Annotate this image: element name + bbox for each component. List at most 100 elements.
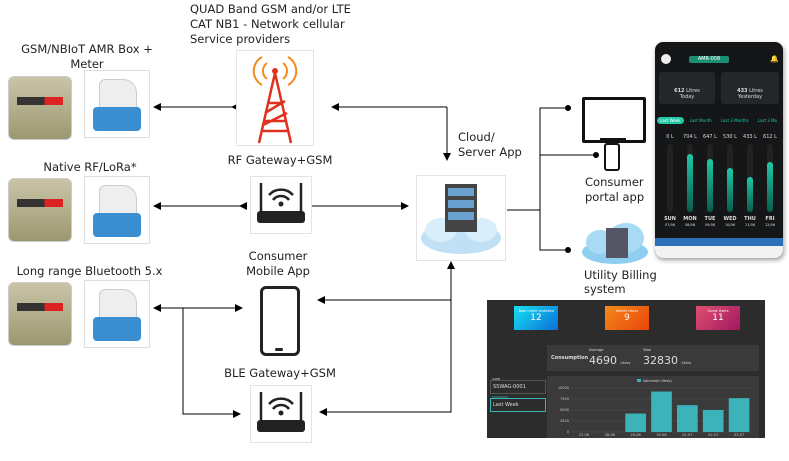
- bar-value-label: 0 L: [666, 134, 674, 140]
- billing-label: Utility Billing system: [584, 268, 657, 296]
- consumption-label: Consumption: [551, 355, 589, 361]
- usage-bar: [727, 168, 733, 212]
- total-unit: Liters: [681, 361, 692, 365]
- y-tick-label: 5000: [560, 408, 569, 412]
- total-label: Total: [643, 348, 652, 352]
- date-label: 12/06: [764, 223, 776, 227]
- volume-bar: [728, 398, 750, 432]
- x-tick-label: 03-07: [734, 433, 744, 437]
- day-label: SUN: [664, 216, 676, 222]
- day-label: WED: [723, 216, 737, 222]
- x-tick-label: 29-06: [631, 433, 641, 437]
- bar-track: [667, 144, 673, 212]
- volume-bar: [651, 391, 672, 432]
- tab-0[interactable]: Last Week: [657, 117, 684, 124]
- tab-1[interactable]: Last Month: [689, 118, 712, 123]
- total-value: 32830: [643, 354, 678, 367]
- consumer-app-label: Consumer Mobile App: [246, 249, 310, 278]
- average-value: 4690: [589, 354, 617, 367]
- date-label: 08/06: [684, 223, 696, 227]
- y-tick-label: 0: [567, 430, 569, 434]
- volume-bar-chart: Volume(in litres)10000750050002500027-06…: [558, 379, 752, 437]
- tab-2[interactable]: Last 3 Months: [720, 118, 749, 123]
- day-label: TUE: [704, 216, 716, 222]
- cloud-server-icon: [416, 175, 506, 261]
- network-label: QUAD Band GSM and/or LTE CAT NB1 - Netwo…: [190, 2, 351, 46]
- stat-value: 9: [624, 313, 630, 323]
- bar-value-label: 647 L: [703, 134, 717, 140]
- billing-cloud-icon: [580, 220, 650, 266]
- period-tabs: Last Week Last Month Last 3 Months Last 3 M…: [657, 117, 783, 124]
- stat-title: Admin Users: [615, 309, 639, 313]
- gas-meter-icon: [8, 282, 72, 346]
- volume-bar: [677, 405, 698, 432]
- water-meter-icon: [84, 280, 150, 348]
- user-label: USER: [492, 377, 501, 381]
- volume-bar: [625, 413, 646, 432]
- day-label: THU: [744, 216, 756, 222]
- legend-label: Volume(in litres): [643, 379, 672, 383]
- unit: Litres: [686, 88, 700, 94]
- gas-meter-icon: [8, 178, 72, 242]
- x-tick-label: 01-07: [682, 433, 692, 437]
- portal-label: Consumer portal app: [585, 175, 645, 204]
- ble-label: Long range Bluetooth 5.x: [16, 264, 163, 278]
- duration-label: DURATION: [492, 395, 508, 399]
- bar-value-label: 704 L: [683, 134, 697, 140]
- usage-bar: [747, 176, 753, 212]
- usage-bar: [707, 158, 713, 212]
- duration-value: Last Week: [493, 402, 519, 408]
- bar-value-label: 612 L: [763, 134, 777, 140]
- day-label: MON: [683, 216, 697, 222]
- wave-decoration: [655, 238, 783, 246]
- today-value: 612: [674, 88, 685, 94]
- water-meter-icon: [84, 70, 150, 138]
- unit: Litres: [749, 88, 763, 94]
- tab-3[interactable]: Last 3 Mo: [757, 118, 778, 123]
- date-label: 10/06: [724, 223, 736, 227]
- x-tick-label: 02-07: [708, 433, 718, 437]
- water-meter-icon: [84, 176, 150, 244]
- cloud-label: Cloud/ Server App: [458, 130, 522, 159]
- date-label: 09/06: [704, 223, 716, 227]
- nav-bar: [655, 246, 783, 258]
- ble-gateway-router-icon: [250, 385, 312, 443]
- x-tick-label: 27-06: [579, 433, 589, 437]
- ble-gateway-label: BLE Gateway+GSM: [224, 366, 336, 380]
- app-logo: [661, 54, 671, 64]
- rf-label: Native RF/LoRa*: [43, 160, 137, 174]
- today-label: Today: [679, 94, 695, 100]
- stat-title: Guest Users: [707, 309, 729, 313]
- average-label: Average: [589, 348, 604, 352]
- mobile-phone-icon: [250, 282, 308, 356]
- stat-value: 11: [712, 313, 724, 323]
- y-tick-label: 2500: [560, 419, 569, 423]
- total-group: 32830 Liters: [643, 354, 691, 367]
- amr-label: GSM/NBIoT AMR Box + Meter: [21, 42, 153, 71]
- y-tick-label: 10000: [558, 386, 569, 390]
- bar-value-label: 433 L: [743, 134, 757, 140]
- average-group: 4690 Liters: [589, 354, 630, 367]
- volume-bar: [702, 410, 724, 432]
- bell-icon[interactable]: 🔔: [770, 55, 779, 63]
- yesterday-value: 433: [737, 88, 748, 94]
- device-select[interactable]: AMR-008: [689, 56, 729, 63]
- stat-value: 12: [530, 313, 542, 323]
- x-tick-label: 30-06: [656, 433, 666, 437]
- stat-title: Total meter installed: [518, 309, 554, 313]
- cell-tower-icon: [236, 50, 314, 146]
- duration-select[interactable]: DURATION Last Week: [490, 395, 546, 412]
- rf-gateway-label: RF Gateway+GSM: [227, 153, 333, 167]
- date-label: 07/06: [664, 223, 676, 227]
